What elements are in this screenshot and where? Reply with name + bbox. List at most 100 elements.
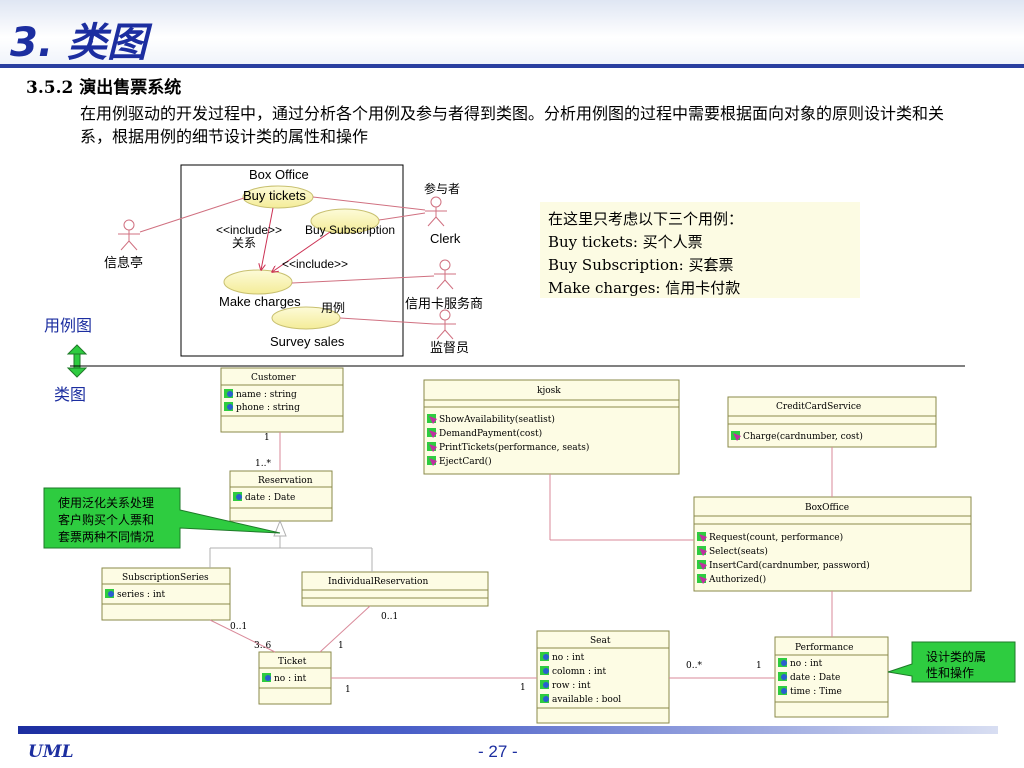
multiplicity: 1 xyxy=(345,685,351,695)
class-operation: EjectCard() xyxy=(439,456,492,467)
class-kiosk xyxy=(423,379,680,475)
include-arrow xyxy=(261,207,274,270)
multiplicity: 0..1 xyxy=(230,622,247,632)
class-attribute: colomn : int xyxy=(552,667,607,677)
actor-label: 信用卡服务商 xyxy=(405,296,483,312)
intro-text: 在用例驱动的开发过程中，通过分析各个用例及参与者得到类图。分析用例图的过程中需要… xyxy=(80,104,945,146)
callout-line: 套票两种不同情况 xyxy=(58,530,154,544)
class-diagram-label: 类图 xyxy=(54,385,86,404)
class-operation: PrintTickets(performance, seats) xyxy=(439,442,589,453)
class-performance xyxy=(774,636,889,718)
class-attribute: no : int xyxy=(274,674,307,684)
class-operation: Select(seats) xyxy=(709,546,768,557)
section-heading: 3.5.2 演出售票系统 xyxy=(26,78,182,98)
note-line: Buy tickets: 买个人票 xyxy=(548,233,703,251)
class-attribute: time : Time xyxy=(790,687,842,697)
class-name: SubscriptionSeries xyxy=(122,573,209,583)
include-label: <<include>> xyxy=(216,223,282,237)
class-attribute: no : int xyxy=(790,659,823,669)
class-name: CreditCardService xyxy=(776,402,861,412)
use-case-label: Buy Subscription xyxy=(305,223,395,237)
slide-title: 3. 类图 xyxy=(10,20,147,66)
multiplicity: 0..* xyxy=(686,661,702,671)
note-line: Buy Subscription: 买套票 xyxy=(548,256,734,274)
actor-association xyxy=(378,212,426,221)
include-arrow xyxy=(272,231,331,272)
relation-annotation: 关系 xyxy=(232,236,256,250)
class-attribute: phone : string xyxy=(236,403,300,413)
class-name: IndividualReservation xyxy=(328,577,428,587)
attribute-icons xyxy=(105,389,787,703)
callout-line: 使用泛化关系处理 xyxy=(58,495,154,510)
class-individual-reservation xyxy=(301,571,489,607)
use-case-label: Make charges xyxy=(219,294,301,309)
footer-bar xyxy=(18,726,998,734)
class-name: kjosk xyxy=(537,386,561,396)
class-boxes xyxy=(101,367,972,724)
use-case-buy-subscription xyxy=(310,208,380,234)
multiplicity: 1 xyxy=(338,641,344,651)
class-attribute: name : string xyxy=(236,390,297,400)
class-attribute: date : Date xyxy=(245,493,295,503)
generalization-callout: 使用泛化关系处理 客户购买个人票和 套票两种不同情况 xyxy=(43,487,281,549)
actor-label: 监督员 xyxy=(430,341,469,356)
class-operation: DemandPayment(cost) xyxy=(439,428,542,439)
class-credit-card-service xyxy=(727,396,937,448)
include-label: <<include>> xyxy=(282,257,348,271)
multiplicity: 1 xyxy=(520,683,526,693)
class-operation: Charge(cardnumber, cost) xyxy=(743,431,863,442)
class-attribute: available : bool xyxy=(552,695,621,705)
class-attribute: row : int xyxy=(552,681,591,691)
class-operation: Authorized() xyxy=(708,574,766,585)
callout-line: 性和操作 xyxy=(926,665,974,680)
use-case-label: Buy tickets xyxy=(243,188,306,203)
actor-clerk xyxy=(425,196,447,227)
actor-supervisor xyxy=(434,309,456,340)
class-operation: Request(count, performance) xyxy=(709,532,843,543)
class-reservation xyxy=(229,470,333,522)
multiplicity: 1..* xyxy=(255,459,271,469)
multiplicity: 1 xyxy=(264,433,270,443)
multiplicity: 1 xyxy=(756,661,762,671)
class-attribute: series : int xyxy=(117,590,165,600)
note-line: Make charges: 信用卡付款 xyxy=(548,279,741,297)
class-name: Ticket xyxy=(278,657,307,667)
note-line: 在这里只考虑以下三个用例： xyxy=(548,210,744,228)
multiplicity: 0..1 xyxy=(381,612,398,622)
title-underline xyxy=(0,64,1024,68)
actor-association xyxy=(312,196,426,211)
double-arrow-icon xyxy=(66,344,88,378)
associations xyxy=(209,432,833,679)
title-bar xyxy=(0,0,1024,68)
class-name: BoxOffice xyxy=(805,503,849,513)
class-operation: ShowAvailability(seatlist) xyxy=(439,414,555,425)
operation-icons xyxy=(427,414,741,584)
system-name: Box Office xyxy=(249,167,309,182)
actor-association xyxy=(139,197,245,233)
class-name: Seat xyxy=(590,636,611,646)
use-case-note: 在这里只考虑以下三个用例： Buy tickets: 买个人票 Buy Subs… xyxy=(540,202,860,298)
actor-label: Clerk xyxy=(430,231,461,246)
class-name: Reservation xyxy=(258,476,313,486)
footer-label: UML xyxy=(28,742,74,762)
class-attribute: date : Date xyxy=(790,673,840,683)
class-operation: InsertCard(cardnumber, password) xyxy=(709,560,870,571)
actor-annotation: 参与者 xyxy=(424,181,460,196)
multiplicity: 3..6 xyxy=(254,641,271,651)
class-attribute: no : int xyxy=(552,653,585,663)
use-case-diagram-label: 用例图 xyxy=(44,316,92,335)
actor-association xyxy=(291,275,435,284)
class-name: Customer xyxy=(251,373,296,383)
use-case-make-charges xyxy=(223,269,293,295)
use-case-label: Survey sales xyxy=(270,334,345,349)
class-customer xyxy=(220,367,344,433)
usecase-annotation: 用例 xyxy=(321,301,345,315)
actor-association xyxy=(339,317,435,325)
class-name: Performance xyxy=(795,643,853,653)
generalization-tree xyxy=(209,519,373,572)
design-callout: 设计类的属 性和操作 xyxy=(887,641,1016,683)
class-subscription-series xyxy=(101,567,231,621)
callout-line: 设计类的属 xyxy=(926,649,986,664)
actor-kiosk xyxy=(118,219,140,251)
